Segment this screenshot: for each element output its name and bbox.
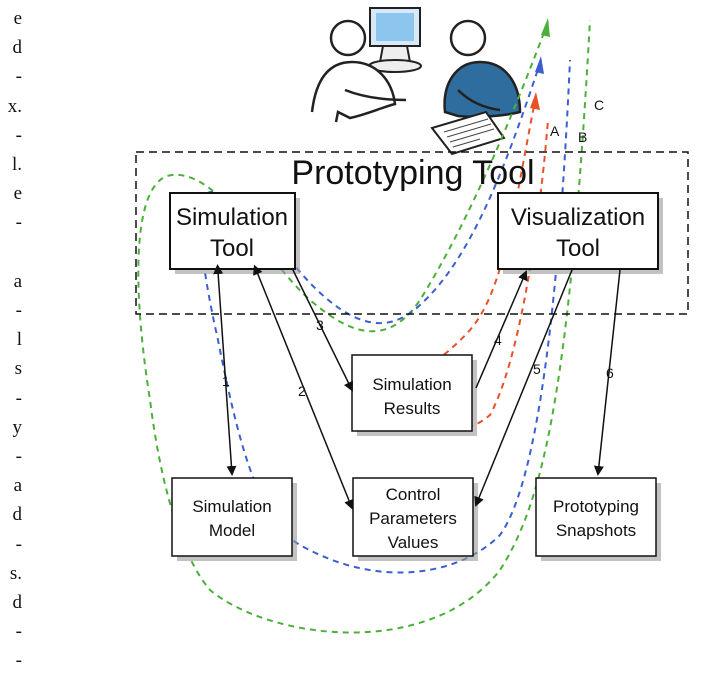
svg-text:Values: Values (388, 533, 439, 552)
control-parameters-node: Control Parameters Values (352, 477, 478, 561)
person-right-head (449, 19, 487, 57)
person-right-body (443, 60, 522, 119)
path-c-arrowhead (541, 18, 550, 37)
path-b-arrowhead (535, 56, 544, 74)
edge-labels: 1 2 3 4 5 6 (222, 317, 614, 399)
margin-text-line: - (15, 650, 22, 672)
svg-text:Results: Results (384, 399, 441, 418)
margin-text-line: d (12, 37, 23, 59)
simulation-tool-node: Simulation Tool (169, 192, 300, 274)
svg-text:Simulation: Simulation (372, 375, 451, 394)
margin-text-line: s (14, 358, 22, 380)
svg-text:Tool: Tool (556, 235, 600, 262)
margin-text-line: y (12, 416, 23, 438)
edge-3 (291, 267, 353, 392)
edge-2-label: 2 (298, 383, 306, 399)
margin-text-line: e (13, 8, 22, 29)
svg-text:Visualization: Visualization (511, 204, 645, 231)
path-c-green (137, 19, 591, 634)
margin-text-line: - (15, 124, 22, 146)
edge-1-label: 1 (222, 373, 230, 389)
path-a-arrowhead (530, 92, 540, 110)
margin-text-line: x. (7, 95, 22, 117)
simulation-model-node: Simulation Model (171, 477, 297, 561)
prototyping-tool-frame (135, 151, 689, 315)
nodes: Simulation Tool Visualization Tool Simul… (169, 192, 663, 561)
svg-text:Prototyping: Prototyping (553, 497, 639, 516)
svg-text:Tool: Tool (210, 235, 254, 262)
margin-text-line: - (15, 212, 22, 234)
margin-text-line: a (13, 270, 22, 292)
svg-text:Control: Control (386, 485, 441, 504)
margin-text-line: - (15, 300, 22, 321)
path-c-label: C (594, 97, 604, 113)
path-a-label: A (550, 123, 560, 139)
edge-2 (253, 264, 354, 510)
person-left-head (329, 19, 367, 57)
margin-text-line: d (12, 504, 23, 526)
frame-title: Prototyping Tool (291, 154, 534, 192)
margin-text-line: - (15, 621, 22, 643)
edge-5 (474, 269, 573, 507)
margin-text-line: s. (9, 562, 22, 584)
svg-text:Model: Model (209, 521, 255, 540)
margin-text-line: l (16, 329, 22, 351)
edge-4 (475, 270, 528, 389)
edge-1 (213, 264, 237, 476)
path-b-label: B (578, 129, 587, 145)
margin-text-line: - (15, 533, 22, 555)
simulation-results-node: Simulation Results (351, 354, 477, 436)
visualization-tool-node: Visualization Tool (497, 192, 663, 274)
edge-3-label: 3 (316, 317, 324, 333)
edges (213, 264, 621, 510)
edge-4-label: 4 (494, 332, 502, 348)
margin-text-line: d (12, 592, 23, 613)
svg-text:Simulation: Simulation (176, 204, 288, 231)
prototyping-snapshots-node: Prototyping Snapshots (535, 477, 661, 561)
margin-text-line: - (15, 387, 22, 409)
margin-text-line: e (13, 183, 22, 205)
margin-text-line: - (15, 446, 22, 467)
svg-text:Snapshots: Snapshots (556, 521, 636, 540)
svg-text:Simulation: Simulation (192, 497, 271, 516)
margin-text-line: - (15, 66, 22, 88)
edge-5-label: 5 (533, 361, 541, 377)
edge-6-label: 6 (606, 365, 614, 381)
margin-text-line: l. (11, 154, 22, 175)
svg-text:Parameters: Parameters (369, 509, 457, 528)
users-at-computer-illustration (310, 7, 522, 156)
edge-6 (593, 269, 621, 476)
paper-sheet (430, 110, 506, 156)
margin-text-line: a (13, 475, 22, 497)
